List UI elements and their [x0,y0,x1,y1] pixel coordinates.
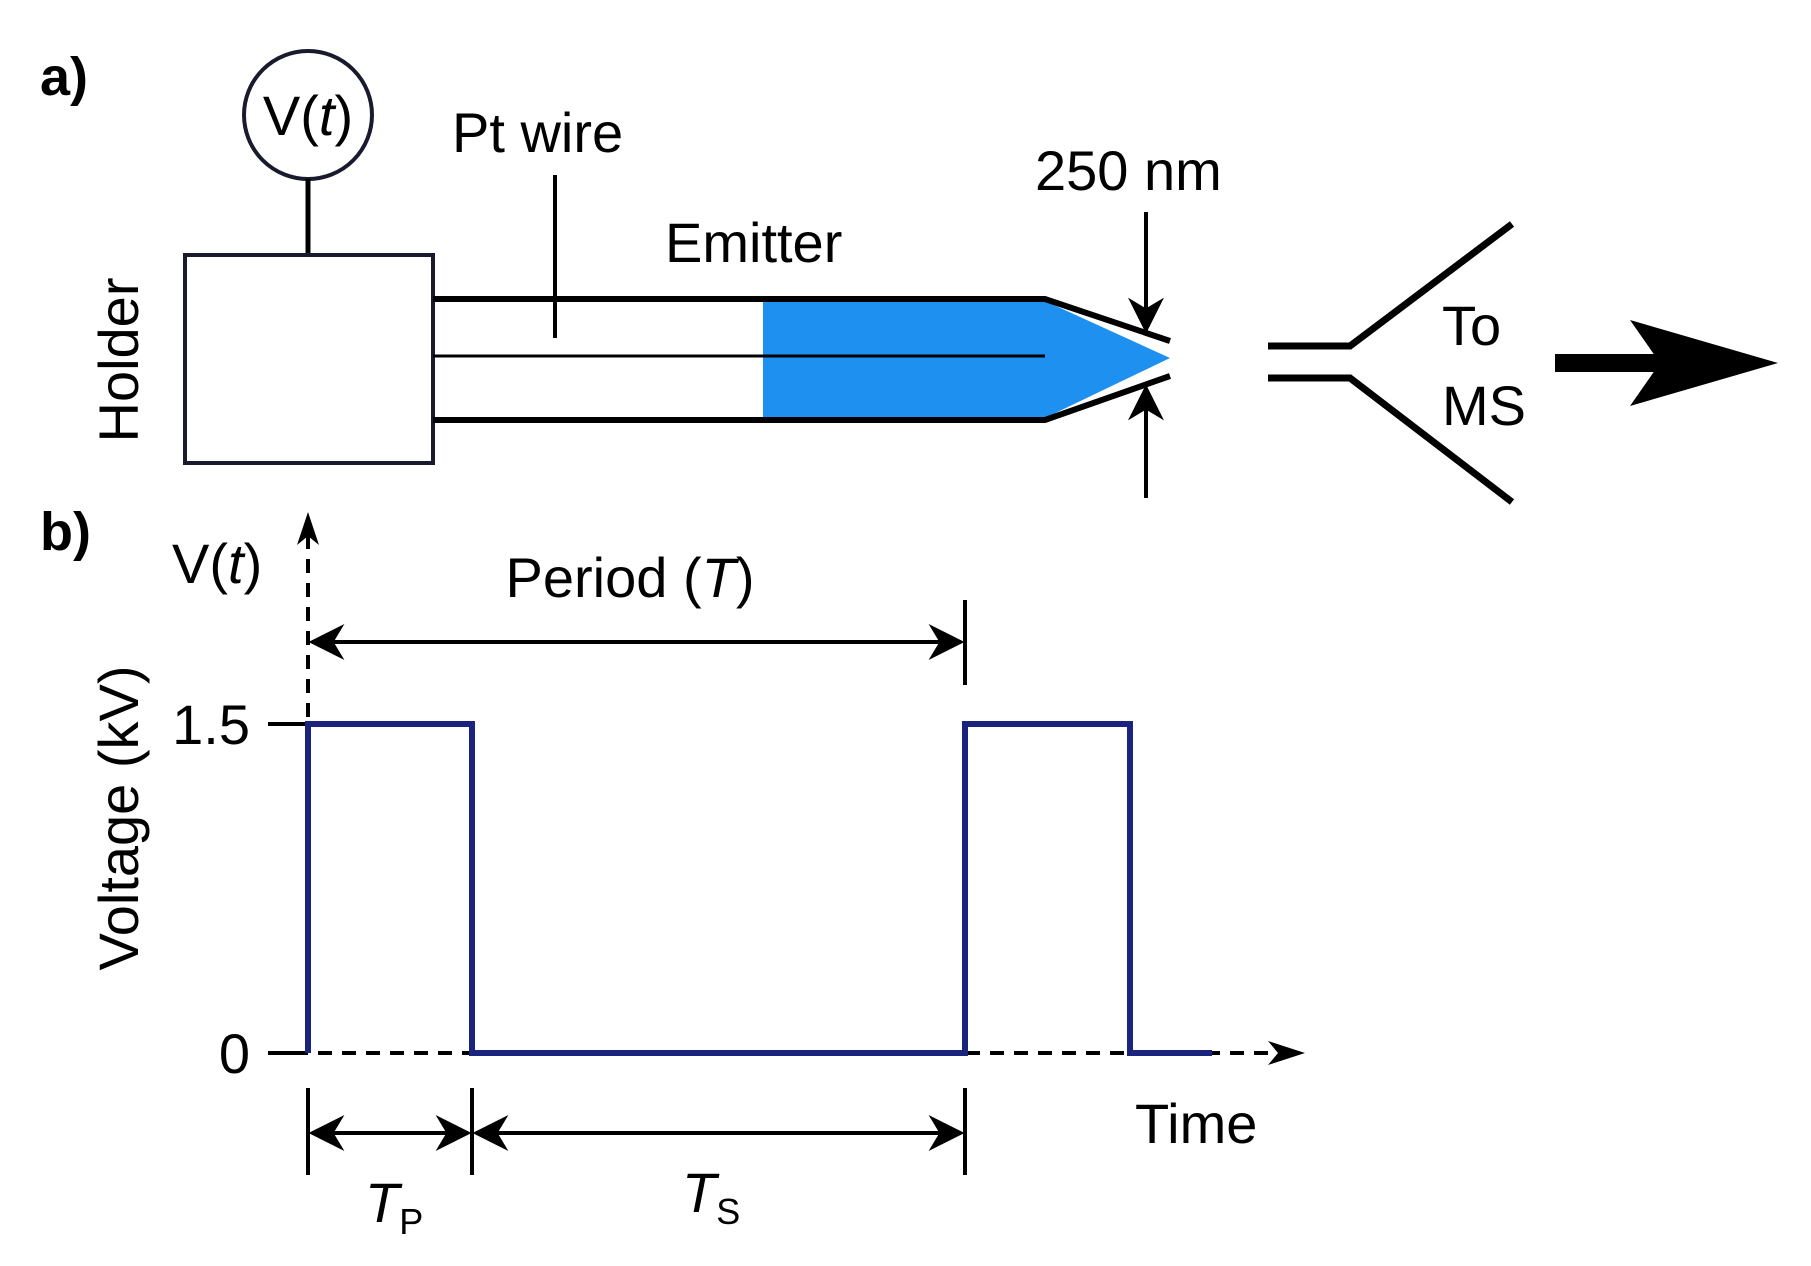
y-tick-label-high: 1.5 [172,693,250,756]
y-tick-label-zero: 0 [219,1022,250,1085]
emitter-solution [763,301,1211,418]
holder-label: Holder [87,278,150,443]
y-axis-symbol: V(t) [172,532,262,595]
pulse-waveform [305,721,1212,1056]
ms-inlet-lower [1268,374,1515,505]
panel-b-label: b) [40,502,91,562]
emitter-label: Emitter [665,211,842,274]
tp-label: TP [365,1171,423,1242]
y-axis-label: Voltage (kV) [87,665,150,970]
period-label: Period (T) [506,546,755,609]
y-axis-arrow-icon [297,512,319,545]
flow-arrow-icon [1630,320,1778,406]
to-label: To [1442,294,1501,357]
x-axis-label: Time [1135,1092,1257,1155]
panel-a-label: a) [40,47,88,107]
ts-label: TS [682,1161,740,1232]
holder-box [183,253,435,465]
x-axis-arrow-icon [1268,1041,1305,1065]
voltage-source-label: V(t) [263,84,353,147]
pt-wire-label: Pt wire [452,101,623,164]
ms-label: MS [1442,374,1526,437]
tip-size-label: 250 nm [1035,139,1222,202]
ms-inlet-upper [1268,221,1515,350]
